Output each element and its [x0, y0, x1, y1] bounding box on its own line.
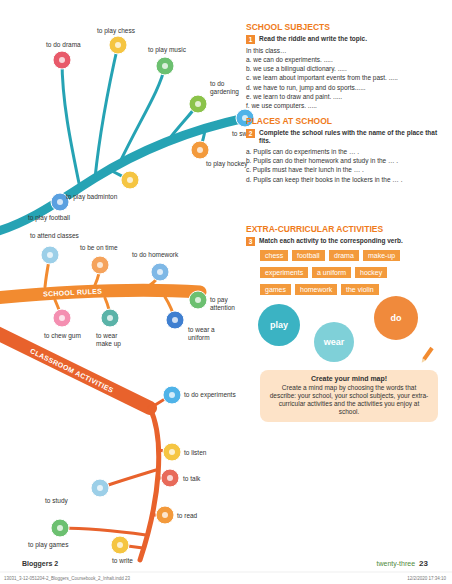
mindmap-label: to be on time	[80, 244, 118, 252]
word-chip: experiments	[260, 267, 308, 278]
word-chip: chess	[260, 250, 288, 261]
word-chip: the violin	[341, 284, 379, 295]
node-text: hockey	[360, 269, 382, 276]
word-chip: football	[292, 250, 325, 261]
mindmap-label: to play chess	[97, 27, 135, 35]
mindmap-label: to do homework	[132, 251, 178, 259]
word-chip: games	[260, 284, 291, 295]
node-text: make-up	[368, 252, 395, 259]
instruction-text: Read the riddle and write the topic.	[259, 35, 367, 43]
section-heading: EXTRA-CURRICULAR ACTIVITIES	[246, 224, 440, 234]
word-chip: homework	[295, 284, 337, 295]
exercise-number: 2	[246, 129, 255, 138]
node-text: homework	[300, 286, 332, 293]
node-text: experiments	[265, 269, 303, 276]
exercise-item: e. we learn to draw and paint. .....	[246, 93, 440, 101]
exercise-number: 3	[246, 237, 255, 246]
mindmap-label: to play football	[28, 214, 70, 222]
word-chip: a uniform	[312, 267, 351, 278]
section-heading: SCHOOL SUBJECTS	[246, 22, 440, 32]
mindmap-label: to chew gum	[44, 332, 81, 340]
exercise-number: 1	[246, 35, 255, 44]
print-slug: 13031_3-12-051204-2_Bloggers_Coursebook_…	[4, 576, 130, 581]
verb-circle: do	[374, 296, 418, 340]
mindmap-label: to pay attention	[210, 296, 244, 312]
activity-area: chess football drama make-up experiments a un…	[246, 250, 440, 420]
word-chip: hockey	[355, 267, 387, 278]
exercise-item: f. we use computers. .....	[246, 102, 440, 110]
exercise-item: b. we use a bilingual dictionary. .....	[246, 65, 440, 73]
page-number: 23	[419, 559, 428, 568]
exercise-column: EXTRA-CURRICULAR ACTIVITIES 3 Match each a…	[246, 224, 440, 420]
mindmap-label: to listen	[184, 449, 206, 457]
page-number-words: twenty-three	[377, 560, 416, 567]
exercise-item: c. Pupils must have their lunch in the ……	[246, 166, 440, 174]
mindmap-label: to do drama	[46, 41, 81, 49]
print-date: 12/2/2020 17:34:10	[407, 576, 446, 581]
section-heading: PLACES AT SCHOOL	[246, 116, 440, 126]
node-text: games	[265, 286, 286, 293]
instruction-text: Match each activity to the corresponding…	[259, 237, 403, 245]
verb-circle: play	[258, 304, 300, 346]
instruction-text: Complete the school rules with the name …	[259, 129, 440, 145]
mind-map-task-box: Create your mind map! Create a mind map b…	[260, 370, 438, 422]
node-text: a uniform	[317, 269, 346, 276]
node-text: do	[391, 313, 402, 323]
node-text: wear	[324, 337, 345, 347]
instruction-row: 1 Read the riddle and write the topic.	[246, 35, 440, 44]
mindmap-label: to play music	[148, 46, 186, 54]
exercise-item: a. Pupils can do experiments in the … .	[246, 148, 440, 156]
box-heading: Create your mind map!	[268, 375, 430, 382]
instruction-row: 2 Complete the school rules with the name…	[246, 129, 440, 145]
mindmap-label: to attend classes	[30, 232, 79, 240]
mindmap-label: to talk	[183, 475, 200, 483]
mindmap-label: to play hockey	[206, 160, 248, 168]
exercise-item: c. we learn about important events from …	[246, 74, 440, 82]
mindmap-label: to play badminton	[66, 193, 117, 201]
node-text: play	[270, 320, 288, 330]
mindmap-label: to write	[112, 557, 133, 565]
node-text: the violin	[346, 286, 374, 293]
node-text: drama	[334, 252, 354, 259]
mindmap-label: to play games	[28, 541, 68, 549]
node-text: football	[297, 252, 320, 259]
word-chip: drama	[329, 250, 359, 261]
word-chip: make-up	[363, 250, 400, 261]
mindmap-label: to wear a uniform	[188, 326, 224, 342]
mindmap-label: to read	[177, 512, 197, 520]
exercise-item: d. we have to run, jump and do sports...…	[246, 84, 440, 92]
exercise-item: d. Pupils can keep their books in the lo…	[246, 176, 440, 184]
exercise-item: b. Pupils can do their homework and stud…	[246, 157, 440, 165]
instruction-row: 3 Match each activity to the correspondin…	[246, 237, 440, 246]
exercise-item: a. we can do experiments. .....	[246, 56, 440, 64]
exercise-column: SCHOOL SUBJECTS 1 Read the riddle and writ…	[246, 22, 440, 185]
page-number-group: twenty-three23	[377, 559, 428, 568]
box-body: Create a mind map by choosing the words …	[268, 384, 430, 417]
mindmap-label: to do experiments	[184, 391, 236, 399]
mindmap-label: to study	[45, 497, 68, 505]
verb-circle: wear	[314, 322, 354, 362]
node-text: chess	[265, 252, 283, 259]
mindmap-label: to wear make up	[96, 332, 126, 348]
branch-label: CLASSROOM ACTIVITIES	[29, 347, 114, 394]
book-title: Bloggers 2	[22, 560, 58, 567]
mindmap-label: to do gardening	[210, 80, 246, 96]
riddle-intro: In this class…	[246, 47, 440, 55]
